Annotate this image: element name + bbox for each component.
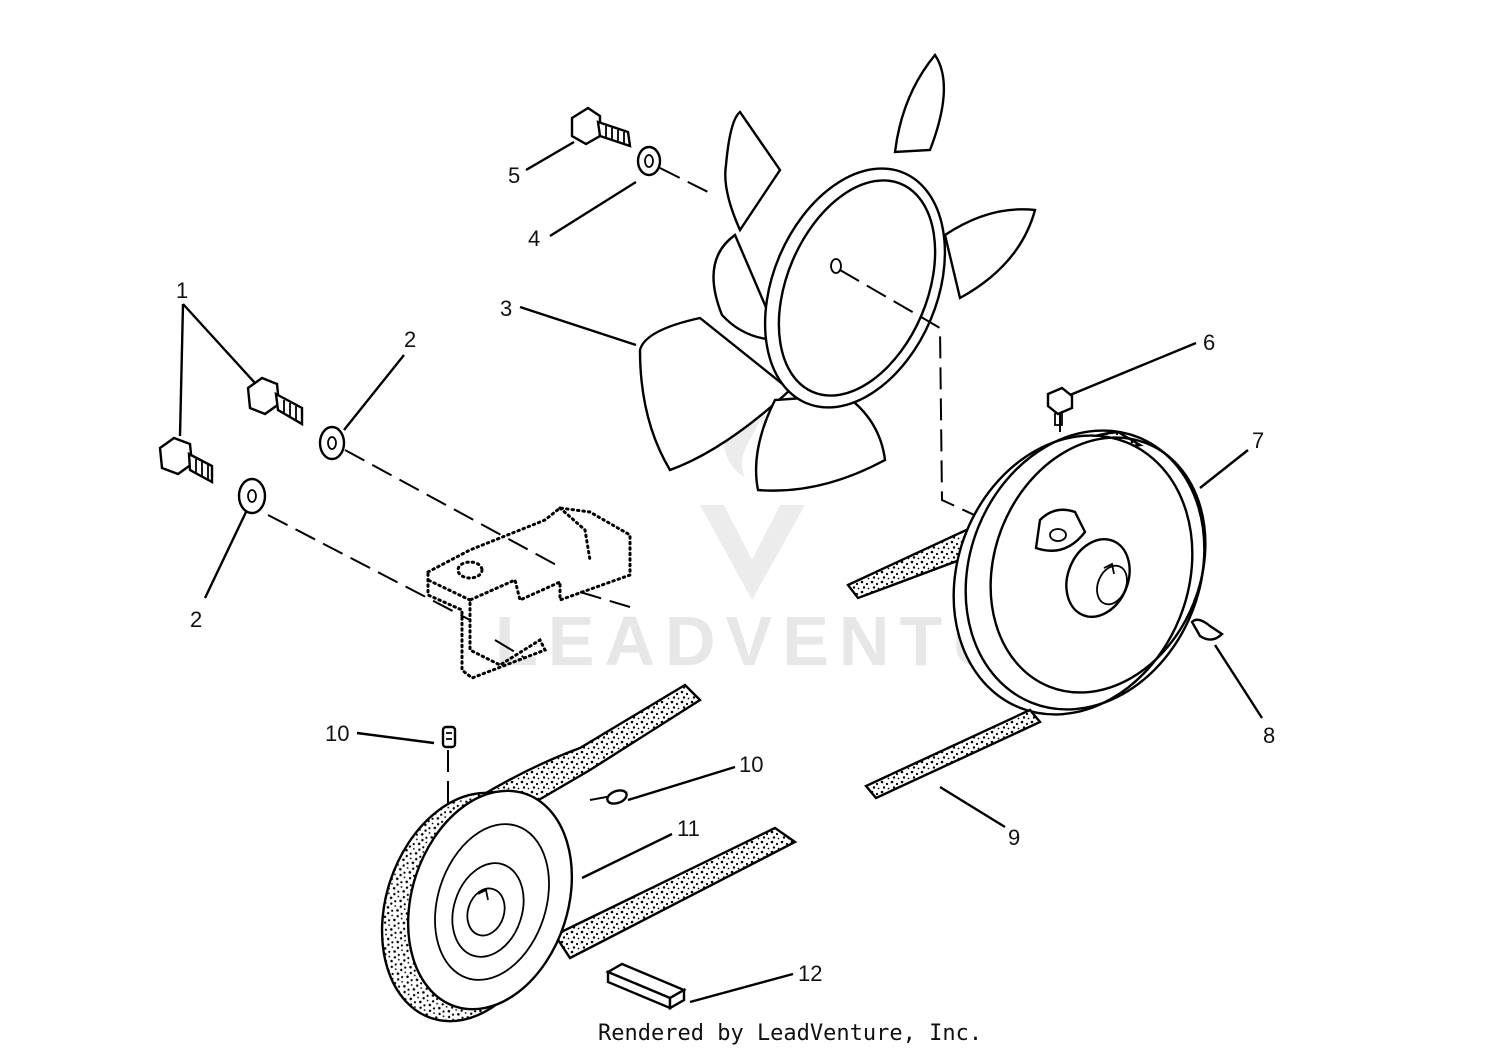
belt-part-9-lower	[864, 708, 1042, 800]
callout-8: 8	[1263, 723, 1275, 748]
setscrew-part-6	[1046, 386, 1074, 426]
callout-12: 12	[798, 961, 822, 986]
pulley-part-11	[380, 789, 574, 1023]
leader-lines	[178, 140, 1264, 1004]
setscrew-part-10-upper	[441, 725, 457, 749]
callout-3: 3	[500, 296, 512, 321]
bracket-reference	[426, 506, 632, 680]
bolt-part-5	[570, 106, 632, 148]
key-part-8	[1190, 618, 1224, 641]
callout-7: 7	[1252, 428, 1264, 453]
washer-part-2-upper	[318, 425, 346, 461]
callout-10-upper: 10	[325, 721, 349, 746]
washer-part-4	[636, 145, 662, 177]
washer-part-2-lower	[237, 477, 267, 515]
pulley-part-7	[952, 429, 1207, 716]
callout-10-lower: 10	[739, 752, 763, 777]
bolt-part-1-upper	[246, 376, 304, 427]
fan-part-3	[638, 52, 1037, 492]
callout-9: 9	[1008, 825, 1020, 850]
bolt-part-1-lower	[158, 436, 214, 485]
callout-5: 5	[508, 163, 520, 188]
callout-6: 6	[1203, 330, 1215, 355]
callout-2-upper: 2	[404, 327, 416, 352]
callout-labels: 1 2 2 3 4 5 6 7 8 9 10 10 11 12	[176, 163, 1275, 986]
footer-credit: Rendered by LeadVenture, Inc.	[598, 1021, 982, 1046]
callout-2-lower: 2	[190, 607, 202, 632]
callout-11: 11	[677, 816, 700, 841]
callout-4: 4	[528, 226, 540, 251]
setscrew-part-10-lower	[606, 789, 628, 805]
callout-1: 1	[176, 278, 188, 303]
key-part-12	[605, 962, 687, 1011]
